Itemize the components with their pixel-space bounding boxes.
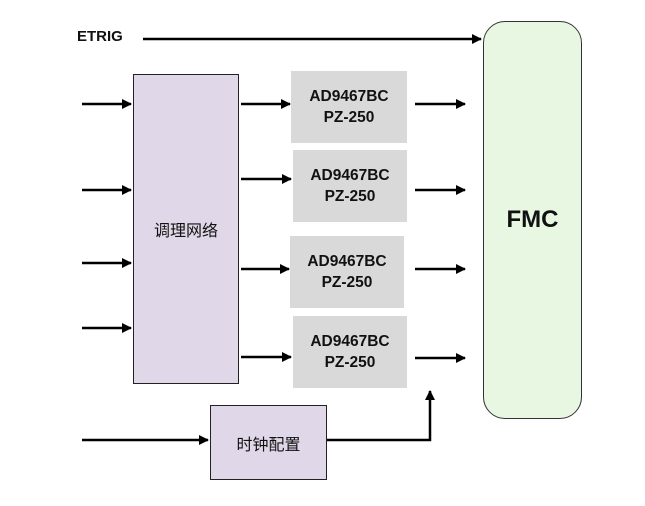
clock-config-label: 时钟配置 [236,436,301,454]
clock-out-arrow [327,390,435,442]
adc-model-line1: AD9467BC [307,253,387,270]
conditioning-network-label: 调理网络 [153,223,218,240]
adc-model-line1: AD9467BC [310,333,390,350]
conditioning-network-block: 调理网络 [133,74,239,384]
adc-model-line2: PZ-250 [323,109,375,126]
adc-block-4: AD9467BC PZ-250 [293,316,407,388]
adc-model-line1: AD9467BC [309,88,389,105]
adc-block-1: AD9467BC PZ-250 [291,71,407,143]
adc-block-3: AD9467BC PZ-250 [290,236,404,308]
adc-model-line2: PZ-250 [324,188,376,205]
adc-model-line2: PZ-250 [321,274,373,291]
fmc-block: FMC [483,21,582,419]
fmc-label: FMC [506,206,559,233]
adc-block-2: AD9467BC PZ-250 [293,150,407,222]
clock-config-block: 时钟配置 [210,405,327,480]
adc-model-line2: PZ-250 [324,354,376,371]
adc-model-line1: AD9467BC [310,167,390,184]
etrig-label: ETRIG [77,28,123,45]
